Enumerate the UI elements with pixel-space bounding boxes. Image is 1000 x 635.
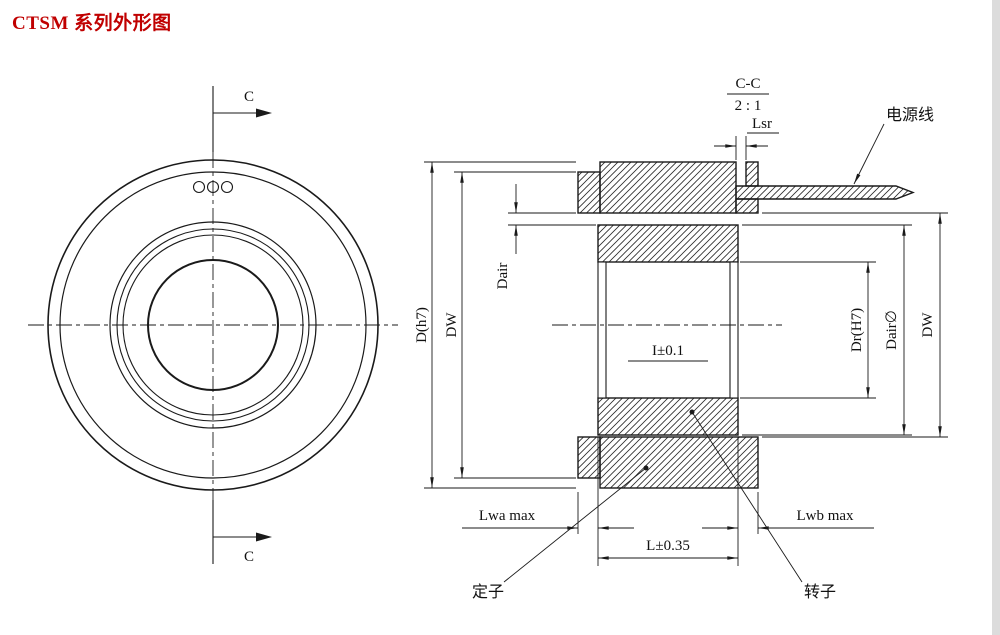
section-cut-top: C <box>212 86 272 152</box>
dim-label-lwa: Lwa max <box>479 508 536 524</box>
dim-lwa: Lwa max <box>462 437 634 566</box>
dim-label-dr-h7: Dr(H7) <box>849 308 865 352</box>
section-cut-bottom: C <box>212 500 272 565</box>
dim-bore-width: I±0.1 <box>628 343 708 362</box>
section-scale-label: 2 : 1 <box>735 98 762 114</box>
dim-label-dair-dia: Dair∅ <box>884 310 900 350</box>
dim-label-dw-right: DW <box>920 312 936 338</box>
callout-rotor: 转子 <box>689 409 836 601</box>
right-edge-strip <box>992 0 1000 635</box>
dim-label-lsr: Lsr <box>752 116 772 132</box>
dim-label-dw-left: DW <box>444 312 460 338</box>
stator-shape <box>577 161 759 489</box>
dim-lsr: Lsr <box>714 116 779 160</box>
dim-label-bore-width: I±0.1 <box>652 343 684 359</box>
dim-dw-right: DW <box>762 212 948 438</box>
dim-label-dair: Dair <box>495 263 511 290</box>
dim-length: L±0.35 <box>597 538 739 560</box>
dim-lwb: Lwb max <box>702 437 874 566</box>
dim-d-h7: D(h7) <box>414 161 576 489</box>
dim-label-d-h7: D(h7) <box>414 307 430 343</box>
power-cable-shape <box>735 185 915 200</box>
dim-dair-dia: Dair∅ <box>742 224 912 436</box>
page-title: CTSM 系列外形图 <box>12 13 172 34</box>
section-title: C-C 2 : 1 <box>727 76 769 114</box>
rotor-label: 转子 <box>804 583 836 601</box>
callout-power-cable: 电源线 <box>853 106 934 185</box>
view-direction-arrow-icon <box>256 532 272 542</box>
dim-label-length: L±0.35 <box>646 538 690 554</box>
dim-label-lwb: Lwb max <box>796 508 854 524</box>
section-label-top: C <box>244 89 254 105</box>
stator-label: 定子 <box>472 583 504 601</box>
dim-dr-h7: Dr(H7) <box>740 261 876 399</box>
view-direction-arrow-icon <box>256 108 272 118</box>
rotor-shape <box>597 224 739 436</box>
dim-dair: Dair <box>495 184 596 289</box>
leader-dot-icon <box>643 465 649 471</box>
power-cable-label: 电源线 <box>886 106 934 124</box>
callout-stator: 定子 <box>472 465 649 601</box>
dim-dw-left: DW <box>444 171 576 479</box>
front-view: C C <box>28 86 398 565</box>
section-label-bottom: C <box>244 549 254 565</box>
leader-dot-icon <box>689 409 695 415</box>
section-name-label: C-C <box>735 76 760 92</box>
section-view: C-C 2 : 1 Lsr 电源线 <box>414 76 948 601</box>
